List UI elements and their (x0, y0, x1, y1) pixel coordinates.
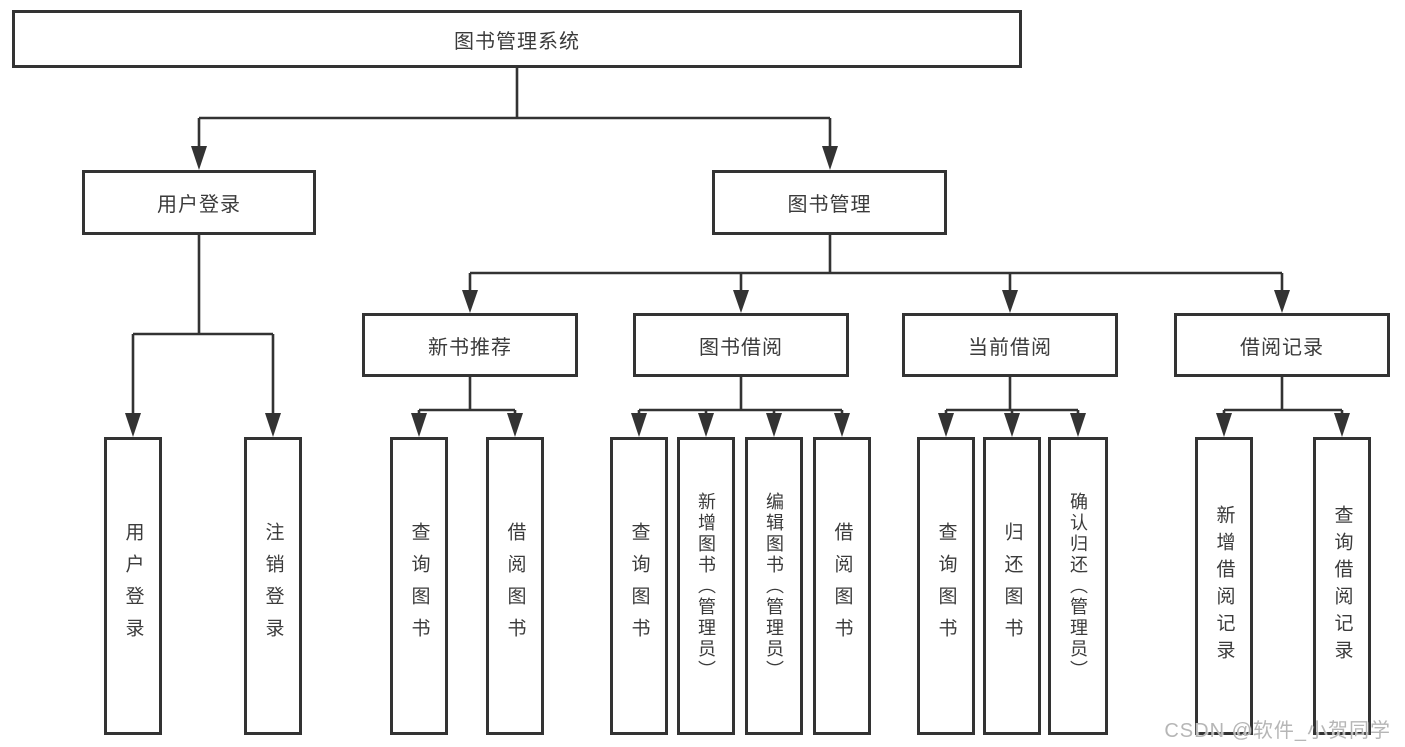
leaf-add-book-admin: 新增图书（管理员） (677, 437, 735, 735)
node-borrow-records: 借阅记录 (1174, 313, 1390, 377)
leaf-user-login: 用户登录 (104, 437, 162, 735)
node-label: 查询图书 (935, 522, 957, 650)
node-label: 新增图书（管理员） (696, 491, 716, 681)
node-user-login: 用户登录 (82, 170, 316, 235)
leaf-confirm-return-admin: 确认归还（管理员） (1048, 437, 1108, 735)
node-label: 用户登录 (157, 194, 241, 216)
node-label: 图书借阅 (699, 336, 783, 359)
leaf-borrow-books-1: 借阅图书 (486, 437, 544, 735)
node-label: 借阅记录 (1240, 336, 1324, 359)
node-label: 注销登录 (262, 522, 284, 650)
node-book-borrow: 图书借阅 (633, 313, 849, 377)
node-current-borrow: 当前借阅 (902, 313, 1118, 377)
leaf-query-borrow-record: 查询借阅记录 (1313, 437, 1371, 735)
leaf-logout-login: 注销登录 (244, 437, 302, 735)
node-label: 编辑图书（管理员） (764, 491, 784, 681)
node-library-management-system: 图书管理系统 (12, 10, 1022, 68)
node-label: 新书推荐 (428, 336, 512, 359)
node-label: 用户登录 (122, 522, 144, 650)
leaf-borrow-books-2: 借阅图书 (813, 437, 871, 735)
leaf-query-books-3: 查询图书 (917, 437, 975, 735)
arrowheads (125, 146, 1350, 437)
csdn-watermark: CSDN @软件_小贺同学 (1164, 720, 1391, 742)
node-label: 查询借阅记录 (1331, 505, 1353, 667)
leaf-query-books-1: 查询图书 (390, 437, 448, 735)
leaf-return-book: 归还图书 (983, 437, 1041, 735)
node-label: 查询图书 (628, 522, 650, 650)
node-label: 新增借阅记录 (1213, 505, 1235, 667)
node-label: 借阅图书 (504, 522, 526, 650)
leaf-edit-book-admin: 编辑图书（管理员） (745, 437, 803, 735)
node-book-management: 图书管理 (712, 170, 947, 235)
node-label: 归还图书 (1001, 522, 1023, 650)
leaf-query-books-2: 查询图书 (610, 437, 668, 735)
node-label: 图书管理系统 (454, 30, 580, 53)
node-label: 当前借阅 (968, 336, 1052, 359)
node-label: 确认归还（管理员） (1068, 491, 1088, 681)
node-label: 借阅图书 (831, 522, 853, 650)
node-new-book-recommend: 新书推荐 (362, 313, 578, 377)
node-label: 查询图书 (408, 522, 430, 650)
node-label: 图书管理 (787, 194, 872, 216)
leaf-add-borrow-record: 新增借阅记录 (1195, 437, 1253, 735)
